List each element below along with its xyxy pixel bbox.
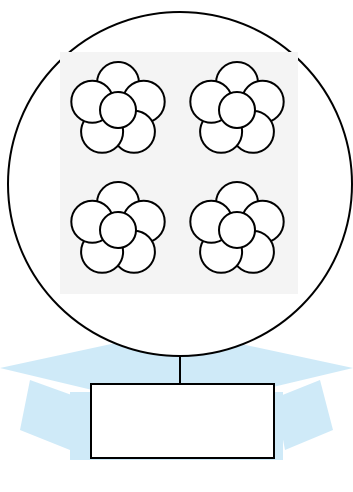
- flower-center: [100, 92, 136, 128]
- flower-center: [100, 212, 136, 248]
- flower-center: [219, 92, 255, 128]
- answer-box[interactable]: [91, 384, 274, 458]
- watermark-cap-right: [275, 380, 333, 450]
- flower-center: [219, 212, 255, 248]
- watermark-cap-left: [20, 380, 80, 450]
